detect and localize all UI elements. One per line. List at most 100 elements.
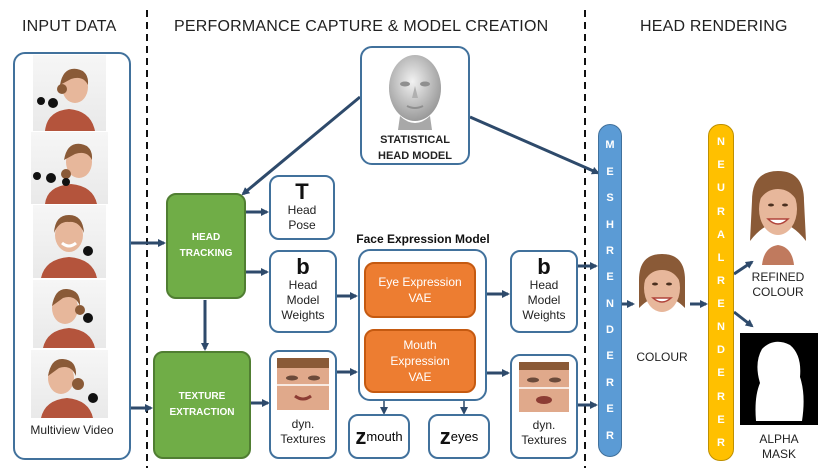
input-frame-5-image [41, 358, 98, 418]
head-pose-line1: Head [287, 203, 317, 217]
z-eyes-subscript: eyes [450, 429, 479, 444]
mouth-expression-vae: Mouth Expression VAE [364, 329, 476, 393]
arrow-model-to-tracking [241, 95, 361, 196]
input-frame-4 [33, 280, 106, 348]
textures-in-line1: dyn. [291, 417, 315, 431]
alpha-mask-line1: ALPHA [759, 432, 799, 446]
head-tracking-line1: HEAD [191, 232, 221, 243]
statistical-head-model-box: STATISTICAL HEAD MODEL [360, 46, 470, 165]
weights-in-symbol: b [296, 254, 310, 279]
textures-out-label: dyn. Textures [512, 418, 576, 448]
neural-renderer-letter: E [717, 298, 725, 310]
statistical-head-model-label-line1: STATISTICAL [380, 134, 450, 146]
statistical-head-model-label: STATISTICAL HEAD MODEL [362, 132, 468, 164]
weights-in-line3: Weights [281, 308, 325, 322]
eye-expression-vae: Eye Expression VAE [364, 262, 476, 318]
textures-in-label: dyn. Textures [271, 417, 335, 447]
head-pose-line2: Pose [288, 218, 316, 232]
input-caption: Multiview Video [30, 423, 114, 437]
statistical-head-model-label-line2: HEAD MODEL [378, 150, 452, 162]
weights-in-line2: Model [286, 293, 320, 307]
z-eyes-symbol: z [439, 423, 451, 449]
weights-out-line2: Model [527, 293, 561, 307]
neural-renderer-letter: N [717, 136, 725, 149]
weights-out-symbol: b [537, 254, 551, 279]
textures-out-line2: Textures [521, 433, 567, 447]
alpha-mask-label: ALPHA MASK [741, 432, 817, 462]
colour-label: COLOUR [636, 350, 688, 364]
neural-renderer-letter: D [717, 344, 725, 357]
head-pose-box: T Head Pose [269, 175, 335, 240]
neural-renderer-letter: R [717, 205, 725, 218]
head-tracking-line2: TRACKING [179, 248, 233, 259]
mouth-vae-line3: VAE [408, 370, 432, 384]
mouth-vae-line1: Mouth [403, 338, 437, 352]
mesh-renderer-letter: N [606, 297, 614, 310]
neural-renderer-letter: A [717, 228, 725, 241]
weights-in-line1: Head [288, 278, 318, 292]
arrow-model-to-mesh [469, 115, 600, 175]
input-frame-3 [33, 205, 106, 278]
mesh-renderer-letter: D [606, 324, 614, 336]
section-title-capture: PERFORMANCE CAPTURE & MODEL CREATION [174, 18, 549, 35]
mesh-renderer-letter: R [606, 429, 614, 442]
mesh-renderer-letter: R [606, 244, 614, 257]
neural-renderer-letter: R [717, 274, 725, 287]
neural-renderer-letter: E [717, 413, 725, 426]
textures-out-line1: dyn. [532, 418, 556, 432]
face-expression-model-title: Face Expression Model [356, 232, 490, 246]
refined-colour-render [748, 167, 808, 265]
head-mesh-icon [389, 55, 441, 130]
mesh-renderer-letter: E [606, 403, 614, 416]
z-mouth-symbol: z [355, 423, 367, 449]
mesh-renderer-letter: M [605, 139, 615, 152]
arrow-neural-to-refined [733, 260, 754, 276]
mesh-renderer-letter: S [606, 192, 614, 205]
neural-renderer-letter: N [717, 321, 725, 334]
input-frame-2-image [33, 143, 97, 204]
input-frame-1 [33, 55, 106, 131]
textures-in-line2: Textures [280, 432, 326, 446]
arrow-neural-to-alpha [733, 310, 754, 328]
section-title-input: INPUT DATA [22, 18, 117, 35]
section-title-rendering: HEAD RENDERING [640, 18, 788, 35]
dyn-textures-out-box: dyn. Textures [510, 354, 578, 459]
alpha-mask-line2: MASK [761, 447, 796, 461]
neural-renderer-letter: E [717, 367, 725, 380]
input-frame-2 [31, 132, 108, 204]
refined-colour-line1: REFINED [751, 270, 805, 284]
texture-extraction-block: TEXTURE EXTRACTION [153, 351, 251, 459]
input-frame-5 [31, 350, 108, 418]
neural-renderer-letter: E [717, 159, 725, 172]
input-frame-3-image [41, 215, 97, 278]
dyn-textures-in-box: dyn. Textures [269, 350, 337, 459]
input-frame-1-image [37, 68, 95, 131]
weights-out-line1: Head [529, 278, 559, 292]
head-model-weights-in-box: b Head Model Weights [269, 250, 337, 333]
weights-out-line3: Weights [522, 308, 566, 322]
texture-thumbnail-in [277, 358, 329, 410]
input-frame-4-image [43, 288, 95, 348]
head-pose-symbol: T [295, 179, 309, 204]
neural-renderer-letter: R [717, 436, 725, 449]
mesh-renderer-letter: H [606, 218, 614, 231]
mouth-vae-line2: Expression [390, 354, 450, 368]
colour-render-image [639, 254, 685, 312]
alpha-mask-image [740, 333, 818, 425]
colour-render [633, 250, 691, 342]
refined-colour-label: REFINED COLOUR [742, 270, 814, 300]
alpha-mask-silhouette [755, 341, 804, 421]
eye-vae-line2: VAE [408, 291, 432, 305]
eye-vae-line1: Eye Expression [378, 275, 462, 289]
texture-extraction-line1: TEXTURE [178, 391, 226, 402]
mesh-renderer-letter: E [606, 350, 614, 363]
mesh-renderer-letter: E [606, 165, 614, 178]
neural-renderer-letter: L [717, 251, 725, 264]
head-tracking-block: HEAD TRACKING [166, 193, 246, 299]
